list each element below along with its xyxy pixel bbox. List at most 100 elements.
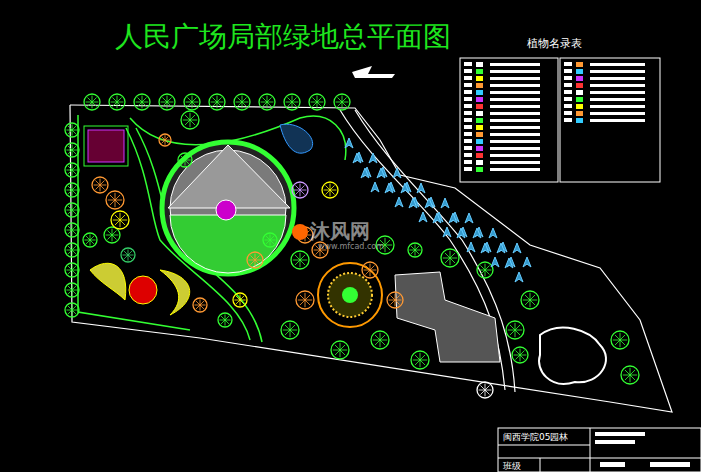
tree-branch bbox=[295, 260, 300, 265]
tree-branch bbox=[390, 295, 395, 300]
tree-branch bbox=[217, 96, 218, 102]
tree-branch bbox=[479, 270, 485, 271]
tree-branch bbox=[128, 251, 132, 255]
tree-branch bbox=[530, 295, 535, 300]
tree-branch bbox=[72, 186, 76, 190]
tree-branch bbox=[292, 96, 293, 102]
tree-branch bbox=[165, 140, 168, 143]
table-cell bbox=[590, 98, 645, 101]
table-cell bbox=[464, 125, 472, 129]
tree-branch bbox=[68, 270, 72, 274]
plaza-lawn bbox=[170, 215, 286, 273]
tree-branch bbox=[217, 97, 222, 102]
tree-branch bbox=[72, 270, 76, 274]
table-cell bbox=[564, 118, 572, 122]
shrub-symbol bbox=[401, 183, 409, 193]
tree-branch bbox=[415, 250, 419, 254]
pond bbox=[280, 124, 313, 153]
tree-branch bbox=[68, 126, 72, 130]
tree-branch bbox=[68, 190, 72, 194]
tree-branch bbox=[485, 270, 490, 275]
tree-branch bbox=[236, 300, 240, 304]
tree-branch bbox=[240, 300, 244, 304]
tree-symbol bbox=[111, 211, 129, 229]
tree-symbol bbox=[512, 347, 528, 363]
tree-branch bbox=[255, 260, 256, 266]
tree-branch bbox=[86, 240, 90, 244]
tree-symbol bbox=[121, 248, 135, 262]
tree-symbol bbox=[247, 252, 263, 268]
shrub-symbol bbox=[523, 257, 531, 267]
tree-branch bbox=[72, 206, 76, 210]
table-cell bbox=[464, 160, 472, 164]
tree-branch bbox=[167, 96, 168, 102]
tree-branch bbox=[364, 270, 370, 271]
table-cell bbox=[590, 70, 645, 73]
tree-branch bbox=[420, 360, 421, 367]
tree-branch bbox=[186, 102, 192, 103]
tree-branch bbox=[380, 335, 385, 340]
tree-branch bbox=[120, 215, 125, 220]
tree-branch bbox=[485, 265, 490, 270]
tree-branch bbox=[520, 350, 525, 355]
tree-branch bbox=[86, 236, 90, 240]
shrub-cluster bbox=[539, 328, 606, 384]
table-cell bbox=[564, 104, 572, 108]
tree-branch bbox=[196, 301, 200, 305]
shrub-symbol bbox=[489, 228, 497, 238]
crescent-bed bbox=[90, 263, 126, 300]
shrub-symbol bbox=[457, 228, 465, 238]
tree-branch bbox=[530, 300, 535, 305]
tree-branch bbox=[613, 340, 620, 341]
tree-branch bbox=[142, 102, 147, 107]
tree-branch bbox=[72, 230, 76, 234]
table-cell bbox=[590, 63, 645, 66]
table-symbol bbox=[476, 139, 483, 144]
tree-branch bbox=[200, 301, 204, 305]
table-symbol bbox=[476, 125, 483, 130]
tree-branch bbox=[485, 270, 486, 276]
tree-branch bbox=[242, 96, 243, 102]
tree-branch bbox=[525, 300, 530, 305]
tree-branch bbox=[72, 250, 76, 254]
tree-branch bbox=[237, 97, 242, 102]
tree-branch bbox=[480, 390, 485, 395]
tree-branch bbox=[485, 385, 490, 390]
tree-symbol bbox=[621, 366, 639, 384]
tree-branch bbox=[72, 146, 76, 150]
tree-branch bbox=[165, 137, 168, 140]
tree-branch bbox=[485, 384, 486, 390]
tree-branch bbox=[267, 96, 268, 102]
table-symbol bbox=[576, 90, 583, 95]
tree-branch bbox=[242, 97, 247, 102]
tree-branch bbox=[365, 270, 370, 275]
tree-branch bbox=[72, 170, 76, 174]
table-cell bbox=[464, 90, 472, 94]
tree-branch bbox=[92, 102, 97, 107]
watermark-url: www.mfcad.com bbox=[318, 242, 384, 251]
tree-branch bbox=[115, 215, 120, 220]
tree-branch bbox=[120, 220, 125, 225]
tree-symbol bbox=[281, 321, 299, 339]
table-cell bbox=[490, 140, 540, 143]
drawing-title: 人民广场局部绿地总平面图 bbox=[115, 18, 451, 56]
paved-area bbox=[395, 272, 500, 362]
tree-branch bbox=[340, 350, 347, 351]
tree-branch bbox=[325, 190, 330, 195]
table-cell bbox=[490, 77, 540, 80]
table-symbol bbox=[476, 132, 483, 137]
table-cell bbox=[464, 76, 472, 80]
tree-branch bbox=[395, 300, 396, 306]
tree-branch bbox=[225, 320, 229, 324]
tree-branch bbox=[112, 230, 117, 235]
tree-branch bbox=[107, 235, 112, 240]
tree-branch bbox=[330, 190, 335, 195]
tree-branch bbox=[342, 97, 347, 102]
tree-branch bbox=[312, 97, 317, 102]
tree-branch bbox=[68, 130, 72, 134]
tree-branch bbox=[267, 102, 273, 103]
tree-branch bbox=[167, 97, 172, 102]
fountain bbox=[216, 200, 236, 220]
tree-branch bbox=[305, 300, 310, 305]
tree-branch bbox=[90, 236, 94, 240]
